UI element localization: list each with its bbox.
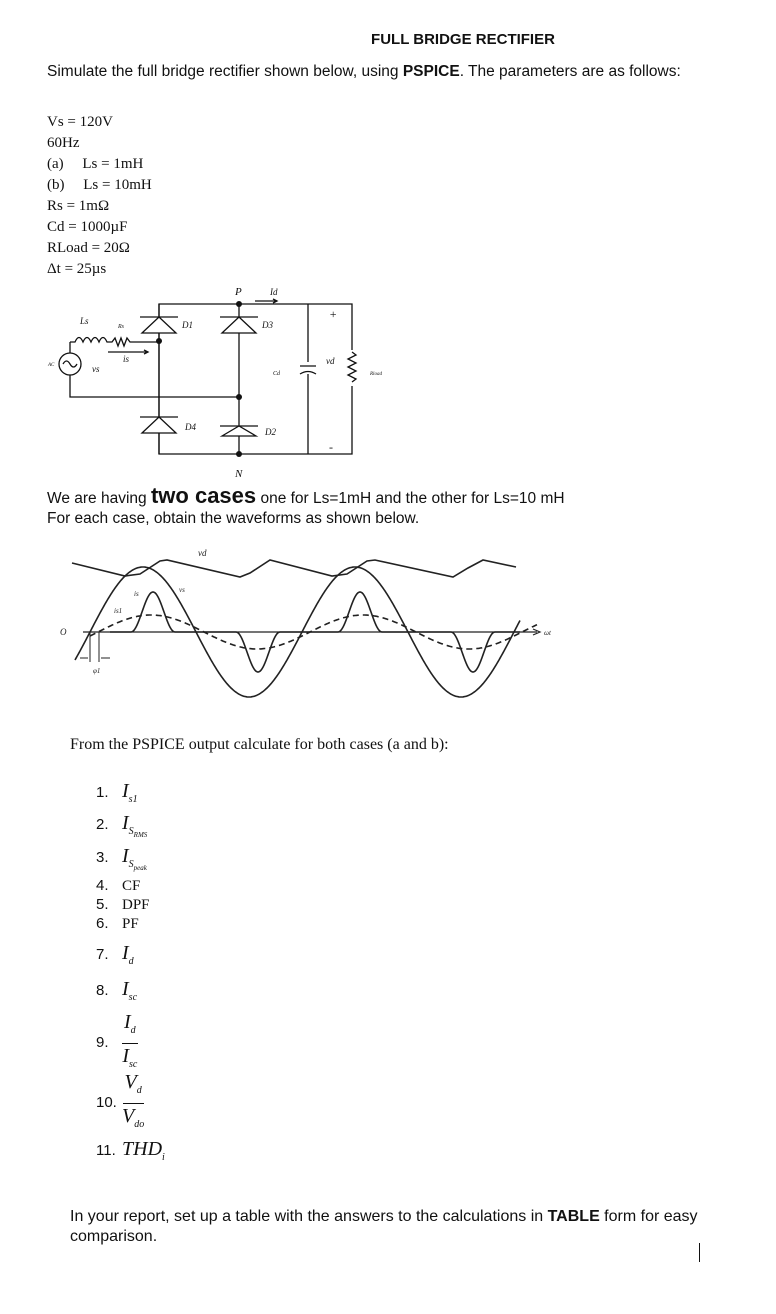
report-bold: TABLE	[547, 1208, 600, 1225]
diode-d1	[140, 316, 178, 334]
calc-intro: From the PSPICE output calculate for bot…	[70, 736, 449, 753]
list-item-11: 11.THDi	[96, 1138, 165, 1163]
phi-label: φ1	[93, 667, 100, 675]
page-title: FULL BRIDGE RECTIFIER	[371, 31, 555, 48]
axis-label: ωt	[544, 629, 552, 637]
is-wave-label: is	[134, 590, 139, 598]
list-item-2: 2.ISRMS	[96, 812, 148, 839]
minus-label: -	[329, 440, 333, 454]
diode-d2	[219, 425, 259, 437]
report-text: In your report, set up a table with the …	[70, 1208, 548, 1225]
diode-d3	[220, 316, 258, 334]
ls-label: Ls	[79, 316, 89, 326]
list-item-5: 5.DPF	[96, 896, 150, 913]
text-cursor	[699, 1243, 700, 1262]
capacitor-icon	[299, 365, 317, 375]
intro-text: Simulate the full bridge rectifier shown…	[47, 63, 403, 80]
param-cd: Cd = 1000µF	[47, 219, 128, 235]
vd-waveform	[71, 559, 517, 578]
is1-wave-label: is1	[114, 607, 122, 615]
list-item-7: 7.Id	[96, 942, 134, 967]
id-label: Id	[269, 287, 278, 297]
d3-label: D3	[261, 320, 273, 330]
vs-label: vs	[92, 364, 100, 374]
diode-d4	[140, 416, 178, 434]
cases-text-end: one for Ls=1mH and the other for Ls=10 m…	[256, 490, 565, 507]
axis-arrow-icon	[532, 628, 542, 636]
vd-wave-label: vd	[198, 548, 207, 558]
param-dt: Δt = 25µs	[47, 261, 107, 277]
list-item-6: 6.PF	[96, 915, 139, 932]
inductor-resistor	[70, 336, 159, 348]
parameter-list: Vs = 120V 60Hz (a) Ls = 1mH (b) Ls = 10m…	[47, 112, 152, 280]
cases-text: We are having	[47, 490, 151, 507]
waveform-diagram: vd vs is is1 O φ1 ωt	[60, 548, 552, 698]
list-item-3: 3.ISpeak	[96, 845, 147, 872]
param-ls-a: (a) Ls = 1mH	[47, 156, 144, 172]
d1-label: D1	[181, 320, 193, 330]
rload-label: Rload	[369, 372, 382, 377]
plus-label: +	[329, 307, 337, 321]
report-paragraph: In your report, set up a table with the …	[70, 1207, 710, 1247]
intro-text-end: . The parameters are as follows:	[459, 63, 681, 80]
list-item-1: 1.Is1	[96, 780, 138, 805]
param-freq: 60Hz	[47, 135, 80, 151]
d2-label: D2	[264, 427, 276, 437]
intro-paragraph: Simulate the full bridge rectifier shown…	[47, 64, 747, 80]
cases-line2: For each case, obtain the waveforms as s…	[47, 510, 420, 527]
resistor-load-icon	[346, 351, 358, 383]
source-wires	[69, 342, 239, 398]
ac-label: AC	[47, 363, 55, 368]
list-item-8: 8.Isc	[96, 978, 138, 1003]
param-vs: Vs = 120V	[47, 114, 113, 130]
list-item-4: 4.CF	[96, 877, 141, 894]
param-rs: Rs = 1mΩ	[47, 198, 110, 214]
vs-wave-label: vs	[179, 586, 185, 594]
origin-label: O	[60, 627, 67, 637]
phi-marker	[80, 632, 110, 662]
report-text-end: form for easy comparison.	[70, 1208, 698, 1245]
circuit-diagram: P N Id Ls Rs is vs AC D1 D3 D4 D2 Cd vd …	[47, 286, 382, 480]
node-p-label: P	[234, 286, 242, 298]
cases-bold: two cases	[150, 483, 257, 508]
ac-source-icon	[58, 352, 82, 376]
rs-label: Rs	[117, 324, 125, 330]
cd-label: Cd	[273, 371, 281, 377]
param-ls-b: (b) Ls = 10mH	[47, 177, 152, 193]
cases-paragraph: We are having two cases one for Ls=1mH a…	[47, 483, 565, 529]
intro-bold: PSPICE	[402, 63, 460, 80]
param-rload: RLoad = 20Ω	[47, 240, 130, 256]
is-waveform	[110, 591, 520, 673]
vd-label: vd	[326, 356, 335, 366]
is-label: is	[123, 354, 130, 364]
node-n-label: N	[234, 468, 243, 480]
d4-label: D4	[184, 422, 196, 432]
